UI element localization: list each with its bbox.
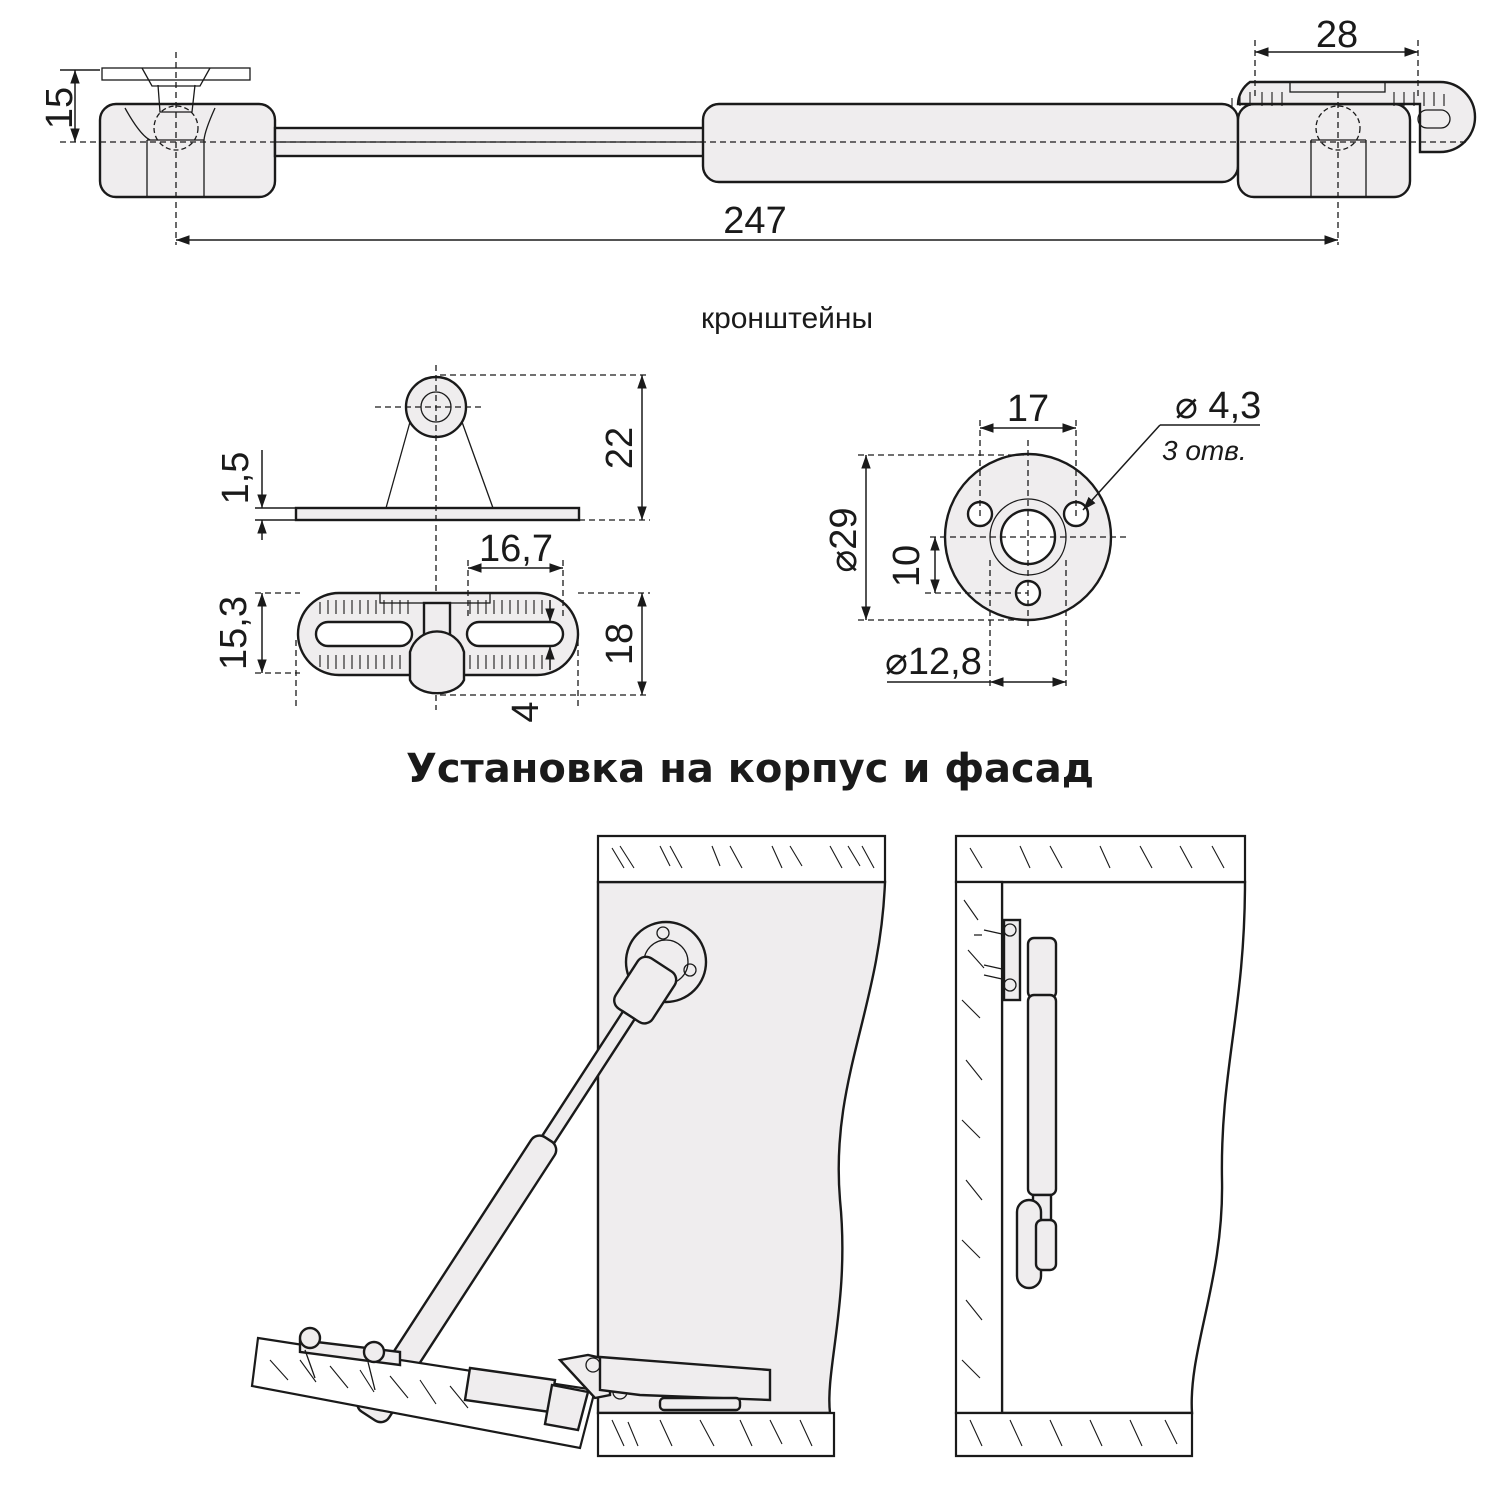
bracket-top-view: 16,7 15,3 18 4 bbox=[213, 528, 650, 723]
right-end-fitting bbox=[1236, 102, 1412, 199]
dim-overall-length: 247 bbox=[723, 200, 786, 242]
dim-slot-spacing: 16,7 bbox=[479, 528, 553, 570]
dim-hole-spacing: 17 bbox=[1007, 388, 1049, 430]
dim-plate-height: 18 bbox=[599, 623, 641, 665]
cabinet-top bbox=[596, 834, 887, 884]
slot-left bbox=[314, 620, 414, 648]
left-end-fitting bbox=[98, 102, 277, 199]
cabinet-bottom-2 bbox=[954, 1411, 1194, 1458]
wall-bracket bbox=[1002, 918, 1022, 1002]
dim-bracket-height: 22 bbox=[599, 427, 641, 469]
dim-hole-diameter: ⌀ 4,3 bbox=[1175, 385, 1261, 427]
bracket-ball bbox=[408, 630, 466, 695]
gas-spring-side-view: 15 247 28 bbox=[39, 14, 1477, 245]
slot-right bbox=[465, 620, 565, 648]
dim-boss-diameter: ⌀12,8 bbox=[885, 641, 982, 683]
right-bracket bbox=[1236, 80, 1477, 154]
cabinet-interior bbox=[1000, 880, 1247, 1415]
dim-hole-count: 3 отв. bbox=[1162, 435, 1247, 466]
cabinet-bottom bbox=[596, 1411, 836, 1458]
hinge-arm bbox=[543, 1383, 590, 1432]
top-fitting bbox=[1026, 936, 1058, 1000]
dim-flange-diameter: ⌀29 bbox=[823, 507, 865, 572]
installation-front-view bbox=[954, 834, 1247, 1458]
dim-end-width: 28 bbox=[1316, 14, 1358, 56]
dim-center-offset: 10 bbox=[886, 545, 928, 587]
dim-end-height: 15 bbox=[39, 87, 81, 129]
dim-slot-width: 4 bbox=[505, 701, 547, 722]
installation-side-view bbox=[250, 834, 887, 1458]
label-brackets: кронштейны bbox=[701, 302, 873, 335]
cylinder bbox=[701, 102, 1240, 184]
dim-bracket-thickness: 1,5 bbox=[215, 452, 257, 505]
cabinet-side-panel bbox=[596, 880, 887, 1415]
bracket-side-view: 22 1,5 bbox=[215, 365, 650, 710]
flange-bracket-view: 17 ⌀ 4,3 3 отв. ⌀29 10 ⌀12,8 bbox=[823, 385, 1261, 690]
cabinet-top-2 bbox=[954, 834, 1247, 884]
section-title: Установка на корпус и фасад bbox=[406, 746, 1094, 792]
bracket-base-plate bbox=[294, 506, 581, 522]
cylinder-2 bbox=[1026, 993, 1058, 1197]
dim-plate-height-inner: 15,3 bbox=[213, 596, 255, 670]
